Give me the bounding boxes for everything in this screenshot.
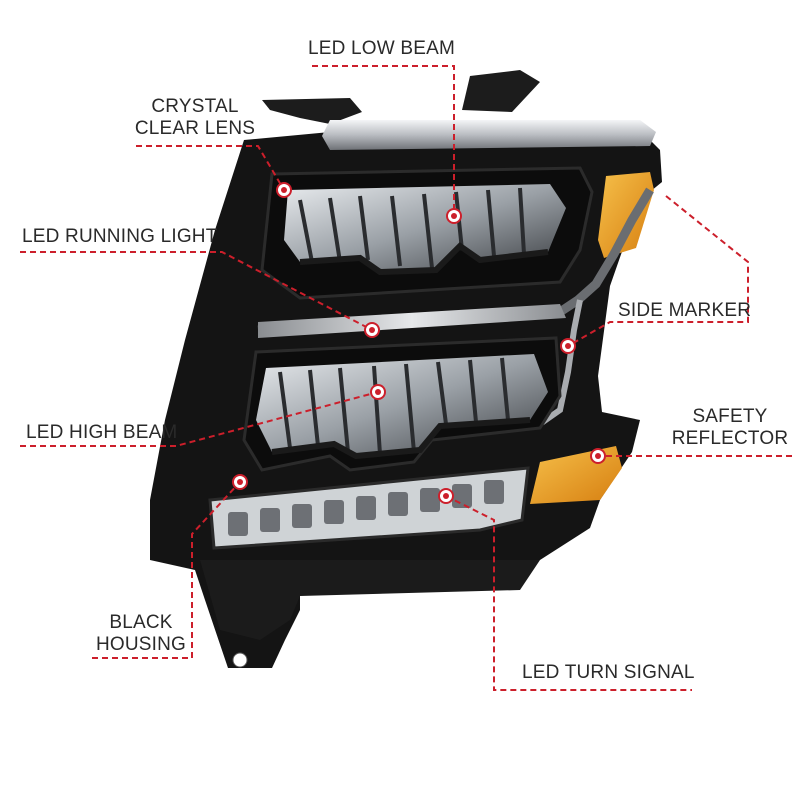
callout-line-led-turn-signal (445, 495, 692, 691)
callout-line-led-low-beam (312, 65, 455, 216)
label-safety-reflector: SAFETY REFLECTOR (660, 406, 800, 450)
label-led-high-beam: LED HIGH BEAM (26, 422, 178, 443)
turn-signal-led (324, 500, 344, 524)
callout-line-led-running-light (20, 251, 373, 331)
marker-black-housing (232, 474, 248, 490)
label-led-running-light: LED RUNNING LIGHT (22, 226, 218, 247)
label-safety-reflector-line2: REFLECTOR (671, 428, 789, 449)
top-mount-bracket (262, 98, 362, 124)
label-led-low-beam: LED LOW BEAM (308, 38, 456, 59)
running-light-lens (258, 304, 566, 338)
low-beam-lens-bottom-trim (299, 242, 549, 276)
marker-led-high-beam (370, 384, 386, 400)
top-mount-tab (462, 70, 540, 112)
low-beam-projector-array (284, 184, 566, 276)
high-beam-reflector (256, 354, 548, 456)
turn-signal-led (356, 496, 376, 520)
label-black-housing-line2: HOUSING (95, 634, 187, 655)
callout-lines (20, 65, 792, 691)
marker-crystal-clear-lens (276, 182, 292, 198)
label-crystal-clear-lens: CRYSTAL CLEAR LENS (120, 96, 270, 140)
housing-lower-skirt (200, 560, 540, 640)
marker-safety-reflector (590, 448, 606, 464)
callout-line-side-marker (567, 195, 749, 347)
high-beam-lens-bottom-trim (271, 417, 531, 460)
callout-markers (232, 182, 606, 504)
high-beam-facets (278, 357, 510, 455)
turn-signal-led (388, 492, 408, 516)
turn-signal-led (420, 488, 440, 512)
label-crystal-clear-lens-line1: CRYSTAL (151, 96, 239, 117)
marker-led-low-beam (446, 208, 462, 224)
high-beam-projector-array (256, 354, 548, 460)
side-marker-amber-lens (598, 172, 654, 258)
marker-side-marker (560, 338, 576, 354)
label-black-housing-line1: BLACK (109, 612, 173, 633)
turn-signal-led (260, 508, 280, 532)
label-side-marker: SIDE MARKER (618, 300, 752, 321)
turn-signal-led (484, 480, 504, 504)
label-safety-reflector-line1: SAFETY (692, 406, 768, 427)
marker-led-running-light (364, 322, 380, 338)
marker-led-turn-signal (438, 488, 454, 504)
low-beam-reflector (284, 184, 566, 272)
callout-line-led-high-beam (20, 391, 379, 447)
mount-hole (232, 652, 248, 668)
callout-line-black-housing (92, 481, 241, 659)
label-black-housing: BLACK HOUSING (86, 612, 196, 656)
label-led-turn-signal: LED TURN SIGNAL (522, 662, 695, 683)
callout-line-crystal-clear-lens (136, 145, 285, 191)
turn-signal-led (228, 512, 248, 536)
chrome-trim-strip (322, 120, 656, 150)
turn-signal-led (452, 484, 472, 508)
label-crystal-clear-lens-line2: CLEAR LENS (134, 118, 256, 139)
turn-signal-led (292, 504, 312, 528)
